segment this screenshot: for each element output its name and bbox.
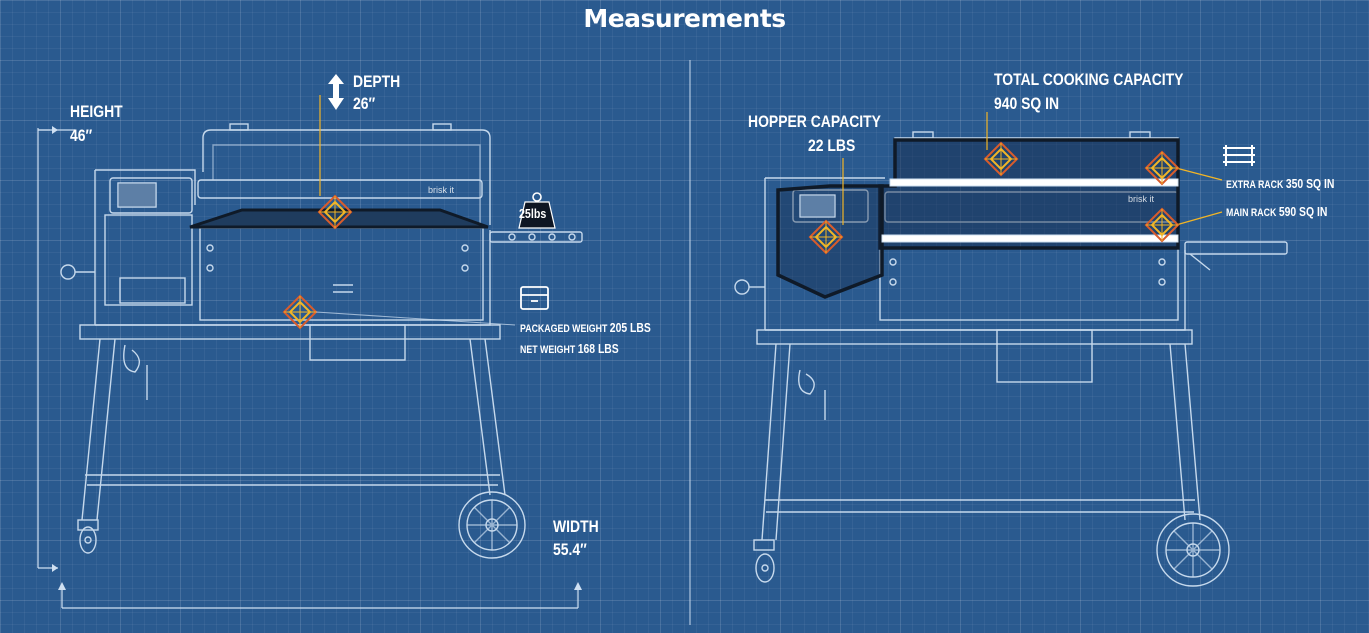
- main-rack-highlight: [881, 234, 1179, 243]
- height-label: HEIGHT: [70, 102, 123, 121]
- net-weight-label: NET WEIGHT: [520, 344, 576, 356]
- extra-rack-label: EXTRA RACK: [1226, 179, 1284, 191]
- weight-icon: [518, 192, 556, 229]
- packaged-weight: PACKAGED WEIGHT 205 LBS: [520, 320, 651, 335]
- total-cooking-value: 940 SQ IN: [994, 94, 1060, 113]
- packaged-weight-label: PACKAGED WEIGHT: [520, 323, 608, 335]
- right-controller-screen: [799, 194, 836, 218]
- left-brand-label: brisk it: [428, 185, 455, 195]
- extra-rack-highlight: [889, 178, 1179, 187]
- main-rack-label: MAIN RACK: [1226, 207, 1277, 219]
- arrow-up-down-icon: [328, 74, 344, 110]
- total-cooking-label: TOTAL COOKING CAPACITY: [994, 70, 1184, 89]
- extra-rack-value: 350 SQ IN: [1285, 176, 1335, 191]
- page-title: Measurements: [583, 4, 786, 33]
- width-dimension-line: [58, 582, 582, 609]
- depth-value: 26″: [353, 94, 376, 113]
- height-dimension-line: [37, 126, 58, 572]
- main-rack: MAIN RACK 590 SQ IN: [1226, 204, 1327, 219]
- package-box-icon: [520, 286, 549, 310]
- weight-tag-label: 25lbs: [519, 206, 547, 221]
- width-value: 55.4″: [553, 540, 587, 559]
- hopper-capacity-value: 22 LBS: [808, 136, 856, 155]
- main-rack-value: 590 SQ IN: [1278, 204, 1328, 219]
- hopper-capacity-label: HOPPER CAPACITY: [748, 112, 881, 131]
- width-label: WIDTH: [553, 517, 599, 536]
- rack-icon: [1223, 145, 1255, 166]
- packaged-weight-value: 205 LBS: [609, 320, 651, 335]
- right-brand-label: brisk it: [1128, 194, 1155, 204]
- weight-marker: [283, 295, 317, 329]
- extra-rack: EXTRA RACK 350 SQ IN: [1226, 176, 1334, 191]
- net-weight: NET WEIGHT 168 LBS: [520, 341, 619, 356]
- left-controller-screen: [117, 182, 157, 208]
- net-weight-value: 168 LBS: [577, 341, 619, 356]
- height-value: 46″: [70, 126, 93, 145]
- depth-label: DEPTH: [353, 72, 401, 91]
